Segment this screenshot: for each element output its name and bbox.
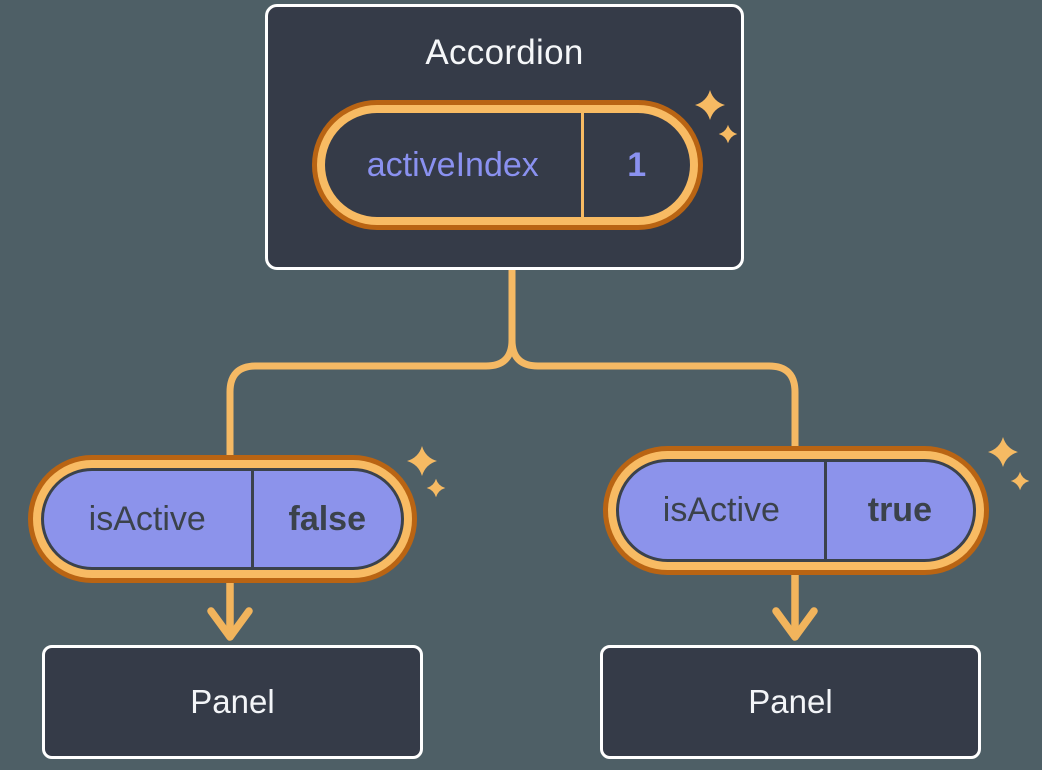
- isactive-pill-right: isActive true: [603, 446, 989, 575]
- pill-value-cell: 1: [584, 113, 690, 217]
- prop-name: isActive: [662, 491, 780, 529]
- state-name: activeIndex: [366, 145, 539, 184]
- prop-value: true: [867, 491, 932, 529]
- pill-body: isActive true: [616, 459, 976, 562]
- sparkle-icon: [1010, 471, 1030, 491]
- sparkle-icon: [426, 478, 446, 498]
- activeindex-state-pill: activeIndex 1: [312, 100, 703, 230]
- isactive-pill-left: isActive false: [28, 455, 417, 583]
- pill-label-cell: activeIndex: [325, 113, 584, 217]
- pill-ring: activeIndex 1: [317, 105, 698, 225]
- accordion-title: Accordion: [425, 33, 584, 72]
- pill-label-cell: isActive: [44, 471, 254, 567]
- panel-title: Panel: [190, 683, 275, 720]
- panel-node-right: Panel: [600, 645, 981, 759]
- prop-name: isActive: [88, 499, 206, 538]
- pill-body: activeIndex 1: [325, 113, 690, 217]
- sparkle-icon: [407, 446, 437, 476]
- pill-value-cell: true: [827, 462, 973, 559]
- pill-ring: isActive false: [33, 460, 412, 578]
- pill-body: isActive false: [41, 468, 404, 570]
- pill-ring: isActive true: [608, 451, 984, 570]
- panel-node-left: Panel: [42, 645, 423, 759]
- state-value: 1: [627, 145, 647, 184]
- panel-title: Panel: [748, 683, 833, 720]
- arrow-down-right-head: [772, 607, 818, 641]
- arrow-down-left-head: [207, 607, 253, 641]
- prop-value: false: [288, 499, 367, 538]
- sparkle-icon: [988, 437, 1018, 467]
- pill-label-cell: isActive: [619, 462, 827, 559]
- connector-branch-left: [226, 339, 516, 458]
- pill-value-cell: false: [254, 471, 402, 567]
- connector-branch-right: [508, 339, 799, 449]
